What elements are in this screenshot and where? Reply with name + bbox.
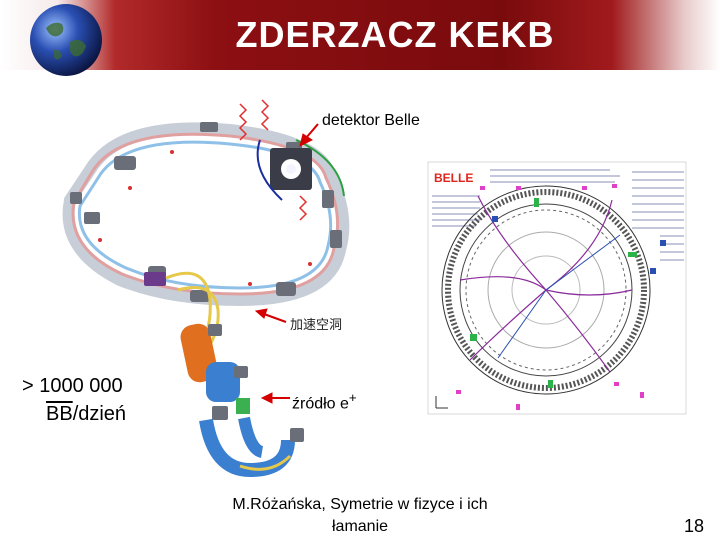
- positron-source-label: źródło e+: [292, 390, 357, 413]
- detector-label: detektor Belle: [322, 112, 420, 129]
- footer-line2: łamanie: [331, 518, 389, 535]
- bb-pair: BB: [46, 403, 73, 425]
- footer: M.Różańska, Symetrie w fizyce i ich łama…: [214, 494, 506, 538]
- linac: [180, 323, 304, 478]
- accelerator-cavity-label: 加速空洞: [290, 318, 343, 333]
- source-text: źródło e: [292, 395, 349, 413]
- accelerator-ring: [62, 122, 350, 307]
- globe-icon: [30, 4, 102, 76]
- rate-unit: /dzień: [72, 403, 127, 425]
- footer-line1: M.Różańska, Symetrie w fizyce i ich: [232, 496, 488, 513]
- rate-value: > 1000 000: [22, 375, 123, 397]
- event-display: [427, 161, 687, 415]
- arrow: [254, 123, 319, 404]
- source-superscript: +: [348, 390, 357, 405]
- event-display-label: BELLE: [434, 171, 474, 185]
- page-title: ZDERZACZ KEKB: [235, 14, 555, 55]
- title-bar: [0, 0, 720, 70]
- page-number: 18: [684, 516, 705, 536]
- event-rate-label: > 1000 000 BB/dzień: [22, 372, 126, 428]
